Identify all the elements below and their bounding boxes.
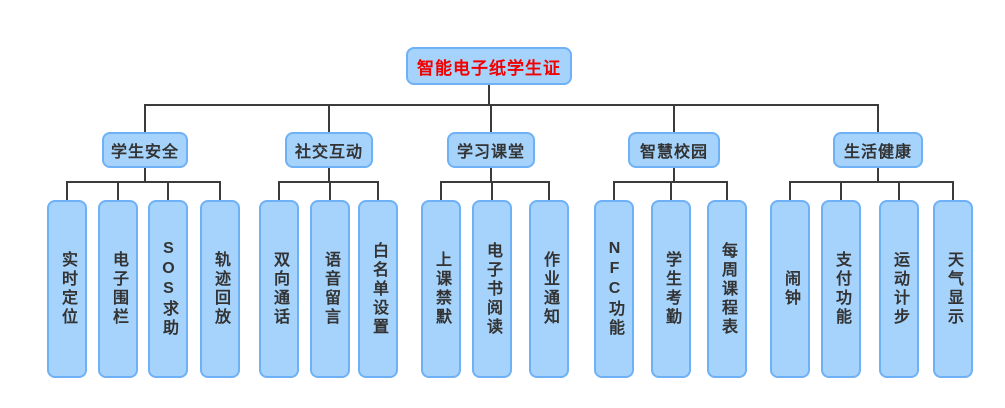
leaf-node-weather-display: 天气显示	[933, 200, 973, 378]
connector-line	[144, 104, 879, 106]
leaf-node-track-playback: 轨迹回放	[200, 200, 240, 378]
connector-line	[840, 181, 842, 200]
connector-line	[167, 181, 169, 200]
leaf-node-ebook-reading: 电子书阅读	[472, 200, 512, 378]
connector-line	[144, 168, 146, 181]
connector-line	[491, 181, 493, 200]
connector-line	[898, 181, 900, 200]
connector-line	[490, 168, 492, 181]
connector-line	[670, 181, 672, 200]
leaf-node-homework-notice: 作业通知	[529, 200, 569, 378]
connector-line	[219, 181, 221, 200]
connector-line	[440, 181, 442, 200]
leaf-node-voice-message: 语音留言	[310, 200, 350, 378]
category-node-learning-class: 学习课堂	[447, 132, 535, 168]
leaf-node-whitelist-settings: 白名单设置	[358, 200, 398, 378]
connector-line	[488, 85, 490, 104]
leaf-node-realtime-location: 实时定位	[47, 200, 87, 378]
leaf-node-weekly-schedule: 每周课程表	[707, 200, 747, 378]
connector-line	[952, 181, 954, 200]
connector-line	[490, 104, 492, 132]
connector-line	[66, 181, 68, 200]
connector-line	[377, 181, 379, 200]
leaf-node-class-silence: 上课禁默	[421, 200, 461, 378]
leaf-node-student-attendance: 学生考勤	[651, 200, 691, 378]
connector-line	[328, 168, 330, 181]
connector-line	[877, 104, 879, 132]
leaf-node-alarm-clock: 闹钟	[770, 200, 810, 378]
connector-line	[673, 104, 675, 132]
connector-line	[144, 104, 146, 132]
connector-line	[440, 181, 550, 183]
connector-line	[278, 181, 379, 183]
leaf-node-step-counter: 运动计步	[879, 200, 919, 378]
connector-line	[726, 181, 728, 200]
leaf-node-payment-function: 支付功能	[821, 200, 861, 378]
connector-line	[328, 104, 330, 132]
leaf-node-two-way-call: 双向通话	[259, 200, 299, 378]
connector-line	[66, 181, 221, 183]
leaf-node-nfc-function: NFC功能	[594, 200, 634, 378]
leaf-node-sos-help: SOS求助	[148, 200, 188, 378]
root-node-smart-epaper-student-card: 智能电子纸学生证	[406, 47, 572, 85]
category-node-student-safety: 学生安全	[102, 132, 188, 168]
category-node-social-interaction: 社交互动	[285, 132, 373, 168]
connector-line	[329, 181, 331, 200]
leaf-node-electronic-fence: 电子围栏	[98, 200, 138, 378]
connector-line	[789, 181, 954, 183]
category-node-life-health: 生活健康	[833, 132, 923, 168]
connector-line	[278, 181, 280, 200]
connector-line	[673, 168, 675, 181]
connector-line	[613, 181, 615, 200]
connector-line	[117, 181, 119, 200]
connector-line	[877, 168, 879, 181]
category-node-smart-campus: 智慧校园	[628, 132, 720, 168]
connector-line	[789, 181, 791, 200]
connector-line	[548, 181, 550, 200]
